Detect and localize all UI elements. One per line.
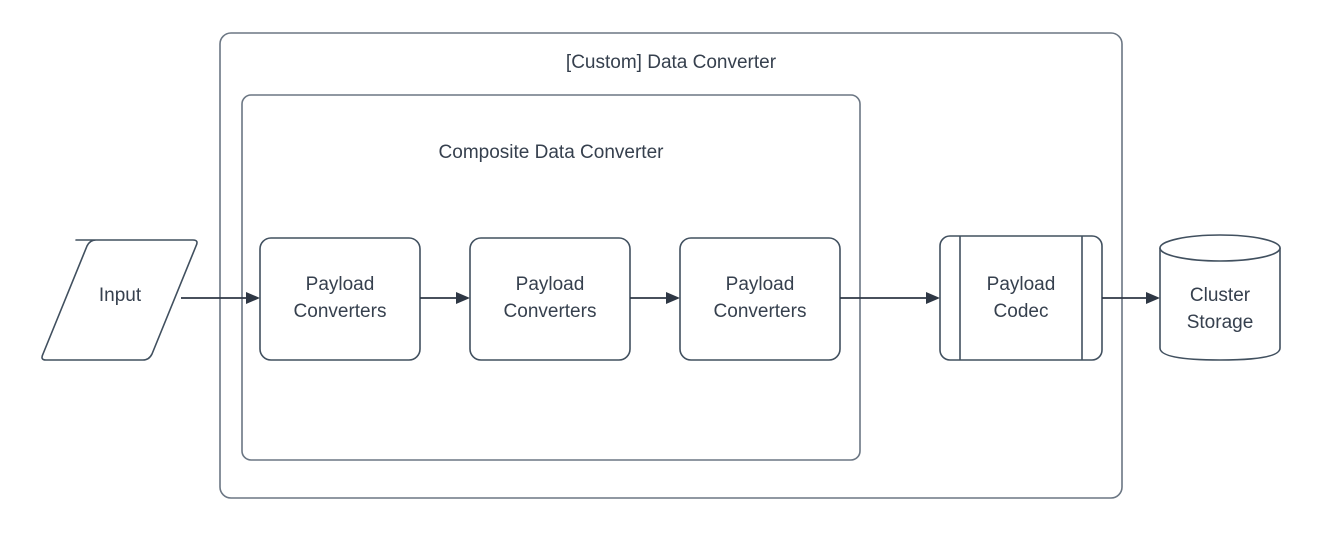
node-payload-converters-2-label-line2: Converters xyxy=(504,301,597,322)
node-payload-converters-2-label-line1: Payload xyxy=(516,274,585,295)
node-payload-codec-label-line1: Payload xyxy=(987,274,1056,295)
edge-payload-codec-to-cluster-storage-arrowhead xyxy=(1146,292,1160,304)
container-custom-data-converter[interactable]: [Custom] Data Converter xyxy=(219,32,1123,499)
node-payload-converters-2-shape xyxy=(469,237,631,361)
node-payload-codec-shape xyxy=(939,235,1103,361)
container-custom-data-converter-outline xyxy=(219,32,1123,499)
edge-payload-codec-to-cluster-storage xyxy=(1102,292,1160,304)
container-composite-data-converter[interactable]: Composite Data Converter xyxy=(241,94,861,461)
node-payload-converters-3-label-line2: Converters xyxy=(714,301,807,322)
node-input[interactable]: Input xyxy=(41,239,198,361)
node-cluster-storage[interactable]: Cluster Storage xyxy=(1159,234,1281,361)
edge-payload-converters-3-to-payload-codec xyxy=(840,292,940,304)
node-payload-codec[interactable]: Payload Codec xyxy=(939,235,1103,361)
node-input-shape xyxy=(41,239,198,361)
node-cluster-storage-label-line2: Storage xyxy=(1187,312,1254,333)
node-payload-converters-1-label-line2: Converters xyxy=(294,301,387,322)
node-payload-converters-1[interactable]: Payload Converters xyxy=(259,237,421,361)
edge-payload-converters-1-to-2 xyxy=(420,292,470,304)
node-payload-converters-3[interactable]: Payload Converters xyxy=(679,237,841,361)
container-composite-data-converter-label: Composite Data Converter xyxy=(439,142,665,163)
edge-input-to-payload-converters-1 xyxy=(181,292,260,304)
container-composite-data-converter-outline xyxy=(241,94,861,461)
node-payload-codec-label-line2: Codec xyxy=(994,301,1049,322)
container-custom-data-converter-label: [Custom] Data Converter xyxy=(566,52,777,73)
node-payload-converters-3-label-line1: Payload xyxy=(726,274,795,295)
node-payload-converters-2[interactable]: Payload Converters xyxy=(469,237,631,361)
node-cluster-storage-label-line1: Cluster xyxy=(1190,285,1251,306)
node-input-label: Input xyxy=(99,285,142,306)
edge-payload-converters-1-to-2-arrowhead xyxy=(456,292,470,304)
edge-payload-converters-2-to-3-arrowhead xyxy=(666,292,680,304)
edge-payload-converters-3-to-payload-codec-arrowhead xyxy=(926,292,940,304)
node-payload-converters-1-shape xyxy=(259,237,421,361)
node-cluster-storage-top-ellipse xyxy=(1159,234,1281,262)
node-payload-converters-1-label-line1: Payload xyxy=(306,274,375,295)
edge-input-to-payload-converters-1-arrowhead xyxy=(246,292,260,304)
node-cluster-storage-body xyxy=(1159,247,1281,361)
edge-payload-converters-2-to-3 xyxy=(630,292,680,304)
node-payload-converters-3-shape xyxy=(679,237,841,361)
